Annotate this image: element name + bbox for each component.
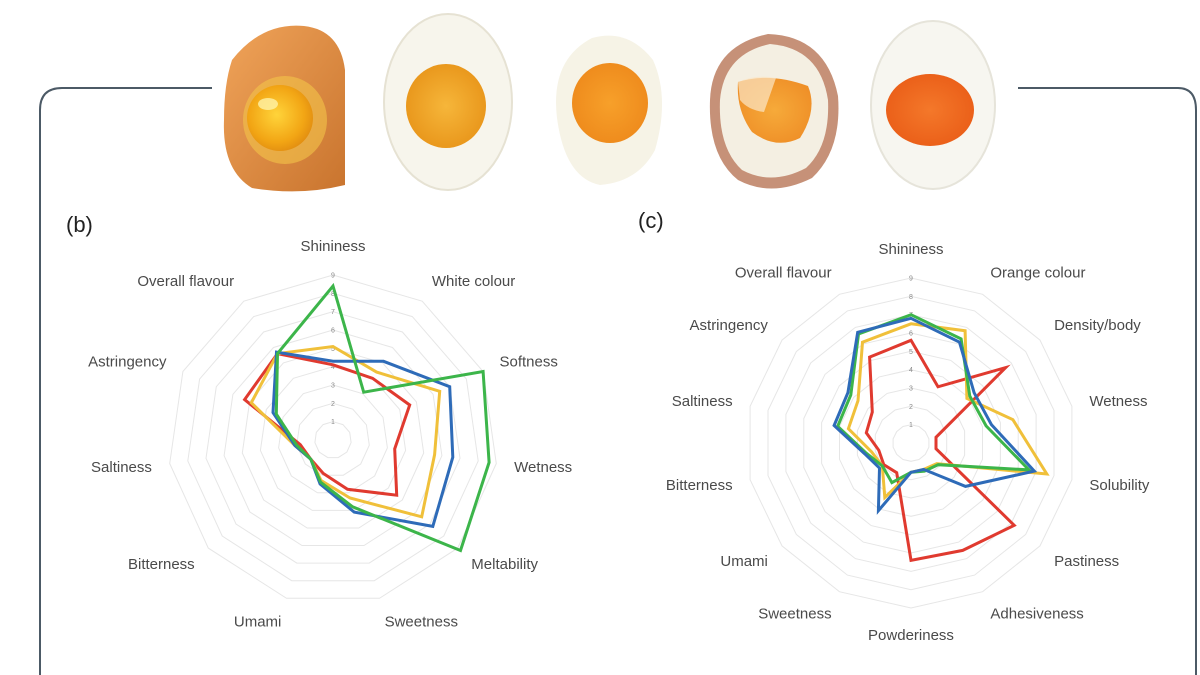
axis-label: Bitterness: [666, 477, 733, 494]
grid-ring: [785, 314, 1037, 572]
axis-label: Umami: [234, 613, 282, 630]
series-line: [864, 338, 1017, 563]
axis-label: Overall flavour: [137, 273, 234, 290]
panel-b-label: (b): [66, 212, 93, 237]
egg-soft-boiled: [709, 34, 839, 189]
axis-label: Sweetness: [385, 613, 458, 630]
tick-label: 9: [331, 273, 335, 280]
axis-label: Orange colour: [990, 265, 1085, 282]
egg-medium-boiled: [556, 35, 663, 185]
grid-ring: [749, 277, 1073, 609]
axis-label: Wetness: [514, 459, 572, 476]
frame-border: [39, 87, 1197, 675]
tick-label: 1: [909, 422, 913, 429]
series-line: [271, 350, 455, 529]
grid-ring: [874, 405, 948, 481]
grid-ring: [187, 292, 479, 582]
series-line: [274, 282, 491, 553]
axis-label: Overall flavour: [735, 265, 832, 282]
tick-label: 9: [909, 276, 913, 283]
egg-jammy-boiled: [870, 20, 996, 190]
series-line: [249, 344, 442, 519]
egg-photo-strip: [223, 13, 996, 192]
axis-label: White colour: [432, 273, 515, 290]
tick-label: 5: [909, 349, 913, 356]
grid-ring: [892, 424, 930, 462]
axis-label: Umami: [720, 553, 768, 570]
grid-ring: [169, 274, 497, 599]
grid-ring: [259, 366, 407, 511]
tick-label: 4: [909, 367, 913, 374]
tick-label: 8: [331, 291, 335, 298]
axis-label: Powderiness: [868, 627, 954, 644]
tick-label: 2: [331, 401, 335, 408]
axis-label: Pastiness: [1054, 553, 1119, 570]
egg-hard-boiled: [383, 13, 513, 191]
axis-label: Astringency: [88, 354, 167, 371]
tick-label: 3: [909, 386, 913, 393]
grid-ring: [839, 369, 983, 517]
axis-label: Astringency: [690, 317, 769, 334]
tick-label: 8: [909, 294, 913, 301]
tick-label: 5: [331, 346, 335, 353]
axis-label: Saltiness: [672, 393, 733, 410]
grid-ring: [241, 347, 425, 529]
grid-ring: [296, 402, 370, 476]
tick-label: 2: [909, 404, 913, 411]
axis-label: Solubility: [1089, 477, 1150, 494]
radar-grid: [169, 274, 497, 599]
axis-label: Shininess: [300, 238, 365, 255]
axis-label: Bitterness: [128, 556, 195, 573]
grid-ring: [767, 295, 1055, 591]
tick-label: 1: [331, 419, 335, 426]
axis-label: Saltiness: [91, 459, 152, 476]
tick-label: 7: [331, 309, 335, 316]
tick-label: 6: [909, 331, 913, 338]
axis-label: Density/body: [1054, 317, 1141, 334]
axis-label: Adhesiveness: [990, 605, 1083, 622]
axis-label: Sweetness: [758, 605, 831, 622]
tick-label: 3: [331, 383, 335, 390]
grid-ring: [821, 350, 1001, 536]
grid-ring: [314, 421, 352, 459]
axis-label: Meltability: [471, 556, 538, 573]
axis-label: Shininess: [878, 241, 943, 258]
tick-label: 6: [331, 328, 335, 335]
egg-raw-in-shell: [223, 25, 345, 192]
tick-label: 4: [331, 364, 335, 371]
series-line: [242, 351, 412, 497]
grid-ring: [803, 332, 1019, 554]
panel-c-label: (c): [638, 208, 664, 233]
axis-label: Wetness: [1089, 393, 1147, 410]
series-line: [832, 316, 1038, 515]
axis-label: Softness: [500, 354, 558, 371]
